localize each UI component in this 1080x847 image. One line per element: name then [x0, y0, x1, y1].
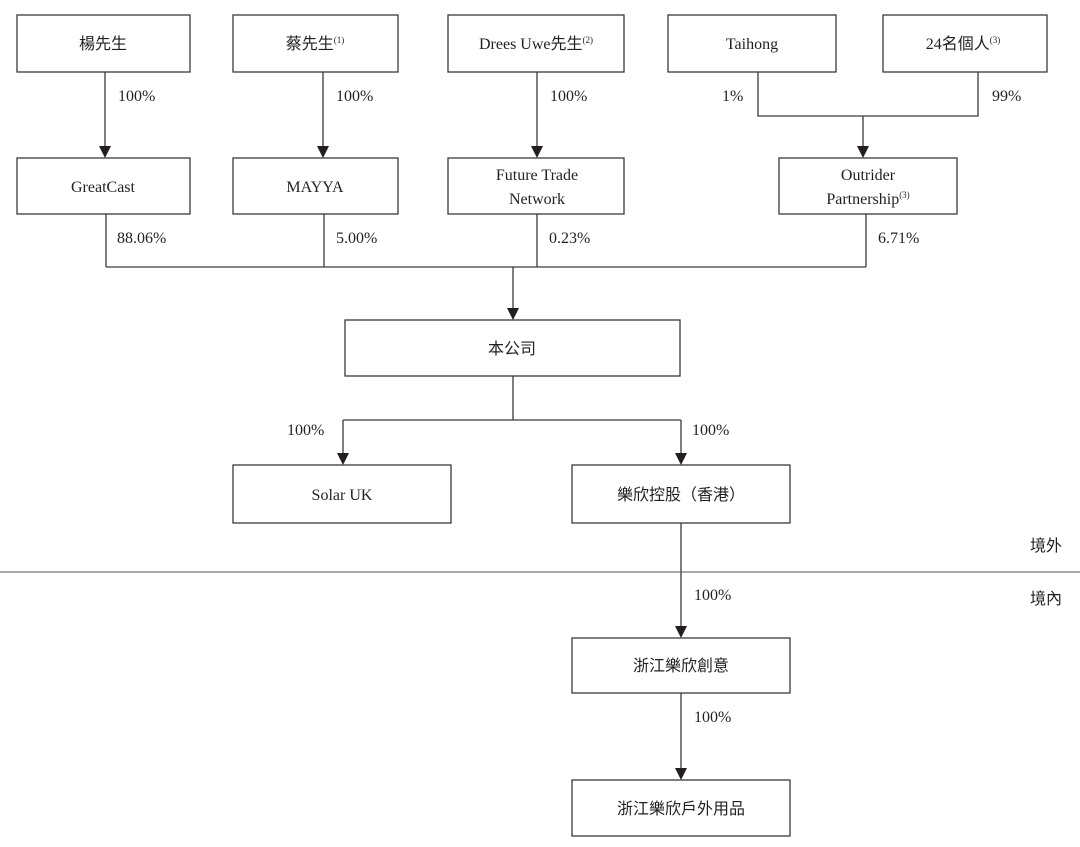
node-drees: Drees Uwe先生(2) [447, 14, 625, 73]
footnote-ref: (2) [583, 35, 594, 45]
node-label: 浙江樂欣戶外用品 [617, 800, 745, 818]
svg-text:蔡先生(1): 蔡先生(1) [286, 35, 345, 53]
node-label: Taihong [726, 36, 778, 53]
footnote-ref: (3) [899, 190, 910, 200]
pct-future-company: 0.23% [549, 230, 590, 247]
node-zj-creative: 浙江樂欣創意 [571, 637, 791, 694]
node-label: 本公司 [488, 340, 536, 358]
node-label-line2: Network [509, 191, 565, 208]
percentage-labels: 100% 100% 100% 1% 99% 88.06% 5.00% 0.23%… [117, 88, 1021, 726]
node-cai: 蔡先生(1) [232, 14, 399, 73]
svg-text:Drees Uwe先生(2): Drees Uwe先生(2) [479, 35, 593, 53]
node-label: 蔡先生 [286, 35, 334, 53]
node-outrider: Outrider Partnership(3) [778, 157, 958, 215]
node-lexin-hk: 樂欣控股（香港） [571, 464, 791, 524]
node-individuals: 24名個人(3) [882, 14, 1048, 73]
region-onshore-label: 境內 [1030, 589, 1062, 608]
region-offshore-label: 境外 [1030, 536, 1062, 555]
node-label: 樂欣控股（香港） [617, 486, 745, 504]
pct-mayya-company: 5.00% [336, 230, 377, 247]
node-label: Solar UK [312, 487, 373, 504]
node-label-line1: Future Trade [496, 167, 578, 184]
pct-company-solar: 100% [287, 422, 324, 439]
footnote-ref: (3) [990, 35, 1001, 45]
node-yang: 楊先生 [16, 14, 191, 73]
node-label: GreatCast [71, 179, 136, 196]
pct-company-lexin-hk: 100% [692, 422, 729, 439]
pct-yang-greatcast: 100% [118, 88, 155, 105]
pct-lexin-hk-creative: 100% [694, 587, 731, 604]
node-company: 本公司 [344, 319, 681, 377]
svg-text:Partnership(3): Partnership(3) [826, 190, 909, 208]
pct-individuals-outrider: 99% [992, 88, 1021, 105]
node-label: 浙江樂欣創意 [633, 656, 729, 675]
pct-greatcast-company: 88.06% [117, 230, 166, 247]
pct-outrider-company: 6.71% [878, 230, 919, 247]
node-label: 24名個人 [926, 35, 990, 53]
node-label: MAYYA [286, 179, 344, 196]
node-future-trade-network: Future Trade Network [447, 157, 625, 215]
node-mayya: MAYYA [232, 157, 399, 215]
pct-creative-outdoor: 100% [694, 709, 731, 726]
connectors [99, 72, 979, 780]
node-zj-outdoor: 浙江樂欣戶外用品 [571, 779, 791, 837]
node-solar-uk: Solar UK [232, 464, 452, 524]
footnote-ref: (1) [334, 35, 345, 45]
node-label-line1: Outrider [841, 167, 896, 184]
node-taihong: Taihong [667, 14, 837, 73]
node-greatcast: GreatCast [16, 157, 191, 215]
svg-text:24名個人(3): 24名個人(3) [926, 35, 1001, 53]
node-label-line2: Partnership [826, 191, 899, 208]
pct-cai-mayya: 100% [336, 88, 373, 105]
pct-drees-future: 100% [550, 88, 587, 105]
pct-taihong-outrider: 1% [722, 88, 743, 105]
node-label: Drees Uwe先生 [479, 35, 583, 53]
node-label: 楊先生 [79, 35, 127, 53]
